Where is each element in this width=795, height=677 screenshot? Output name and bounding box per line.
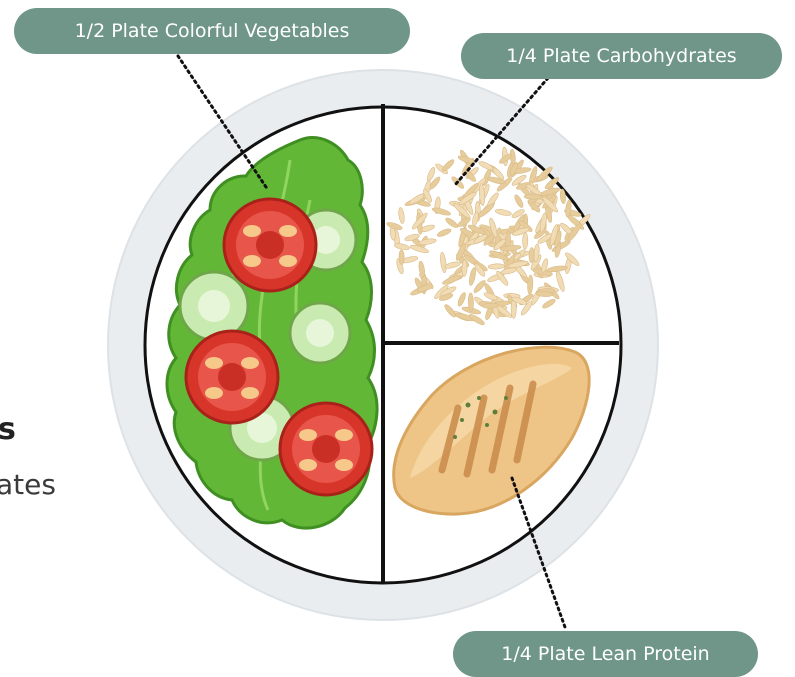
tomato-slice	[280, 403, 372, 495]
tomato-slice	[186, 331, 278, 423]
label-vegetables: 1/2 Plate Colorful Vegetables	[14, 8, 410, 54]
label-carbohydrates: 1/4 Plate Carbohydrates	[461, 33, 782, 79]
label-protein: 1/4 Plate Lean Protein	[453, 631, 758, 677]
rice-grain	[399, 250, 404, 265]
cucumber-slice	[180, 272, 248, 340]
cropped-subheading-text: ates	[0, 468, 56, 501]
rice-grain	[468, 293, 474, 312]
tomato-slice	[224, 199, 316, 291]
rice-grain	[522, 232, 527, 249]
cropped-heading-text: s	[0, 412, 16, 447]
cucumber-slice	[290, 303, 350, 363]
rice-grain	[462, 260, 468, 277]
rice-grain	[529, 247, 535, 262]
rice-grain	[524, 194, 541, 199]
